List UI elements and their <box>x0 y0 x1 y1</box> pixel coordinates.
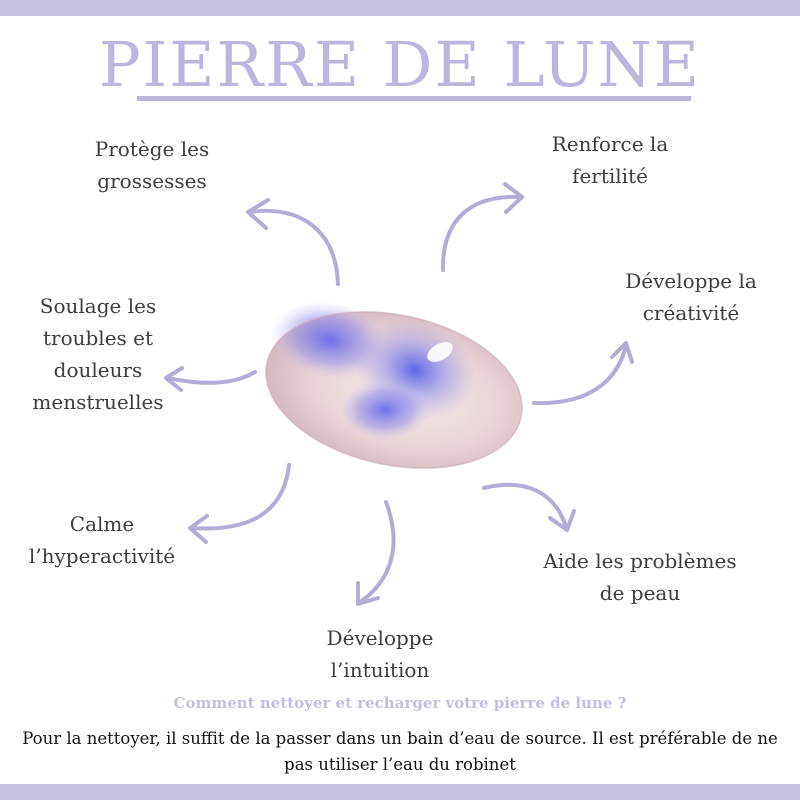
title-underline <box>137 96 691 101</box>
benefit-intuition-line-1: Développe <box>326 626 434 650</box>
arrow-bottom-right <box>482 482 576 532</box>
benefit-creativity: Développe la créativité <box>596 265 786 329</box>
arrow-bottom <box>356 500 396 606</box>
cleaning-question: Comment nettoyer et recharger votre pier… <box>173 694 627 712</box>
benefit-hyperactivity-line-1: Calme <box>69 512 135 536</box>
benefit-fertility: Renforce la fertilité <box>520 128 700 192</box>
arrow-right <box>532 341 634 406</box>
benefit-pregnancy-line-2: grossesses <box>97 169 207 193</box>
top-band <box>0 0 800 16</box>
cleaning-answer: Pour la nettoyer, il suffit de la passer… <box>22 729 778 774</box>
arrow-bottom-left <box>188 463 291 544</box>
benefit-intuition-line-2: l’intuition <box>330 658 430 682</box>
benefit-pregnancy-line-1: Protège les <box>94 137 210 161</box>
benefit-menstrual-line-3: douleurs <box>53 358 143 382</box>
benefit-skin-line-2: de peau <box>599 581 681 605</box>
arrow-top-right <box>440 182 524 272</box>
benefit-skin: Aide les problèmes de peau <box>520 545 760 609</box>
benefit-hyperactivity-line-2: l’hyperactivité <box>28 544 176 568</box>
page-title: PIERRE DE LUNE <box>98 28 701 101</box>
benefit-creativity-line-1: Développe la <box>625 269 757 293</box>
benefit-creativity-line-2: créativité <box>642 301 740 325</box>
benefit-intuition: Développe l’intuition <box>290 622 470 686</box>
benefit-menstrual-line-2: troubles et <box>42 326 154 350</box>
benefit-fertility-line-2: fertilité <box>572 164 648 188</box>
bottom-band <box>0 784 800 800</box>
arrow-left <box>164 366 257 392</box>
benefit-pregnancy: Protège les grossesses <box>62 133 242 197</box>
benefit-menstrual: Soulage les troubles et douleurs menstru… <box>8 290 188 418</box>
arrow-top-left <box>246 198 340 286</box>
benefit-skin-line-1: Aide les problèmes <box>543 549 737 573</box>
benefit-hyperactivity: Calme l’hyperactivité <box>8 508 196 572</box>
benefit-fertility-line-1: Renforce la <box>551 132 669 156</box>
benefit-menstrual-line-1: Soulage les <box>39 294 157 318</box>
benefit-menstrual-line-4: menstruelles <box>32 390 164 414</box>
